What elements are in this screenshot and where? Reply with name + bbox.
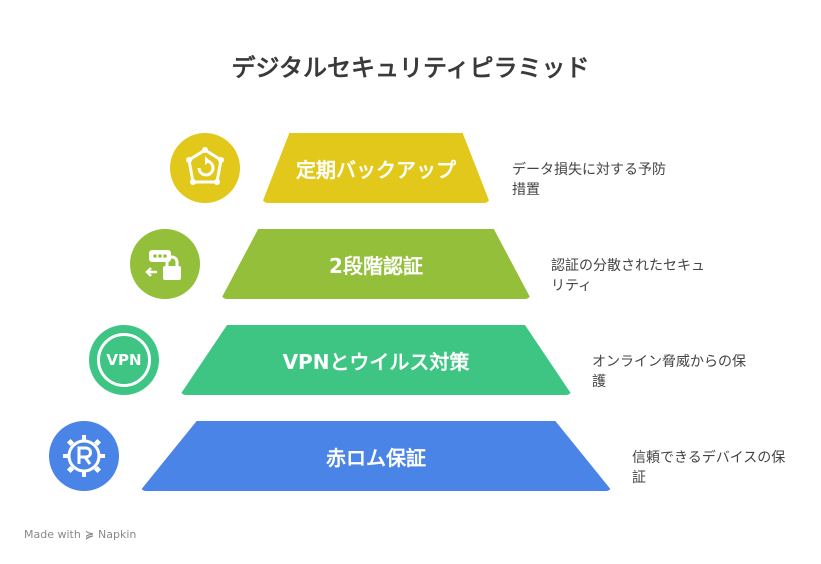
vpn-icon: VPN	[89, 325, 159, 395]
napkin-logo-icon: ≽	[84, 528, 95, 541]
footer: Made with ≽ Napkin	[24, 528, 136, 541]
two-factor-icon	[130, 229, 200, 299]
tier-two-factor-description: 認証の分散されたセキュリティ	[551, 258, 705, 294]
vpn-icon-label: VPN	[97, 333, 151, 387]
tier-two-factor: 2段階認証	[221, 229, 531, 299]
registered-icon	[49, 421, 119, 491]
tier-registered-description: 信頼できるデバイスの保証	[632, 450, 786, 486]
tier-registered: 赤ロム保証	[140, 421, 612, 491]
backup-icon	[170, 133, 240, 203]
tier-vpn-description: オンライン脅威からの保護	[592, 354, 746, 390]
footer-brand: Napkin	[98, 528, 137, 541]
tier-vpn: VPNとウイルス対策	[180, 325, 572, 395]
page-title: デジタルセキュリティピラミッド	[231, 54, 590, 82]
footer-made-with: Made with	[24, 528, 81, 541]
tier-backup: 定期バックアップ	[262, 133, 490, 203]
tier-backup-description: データ損失に対する予防措置	[512, 162, 666, 198]
